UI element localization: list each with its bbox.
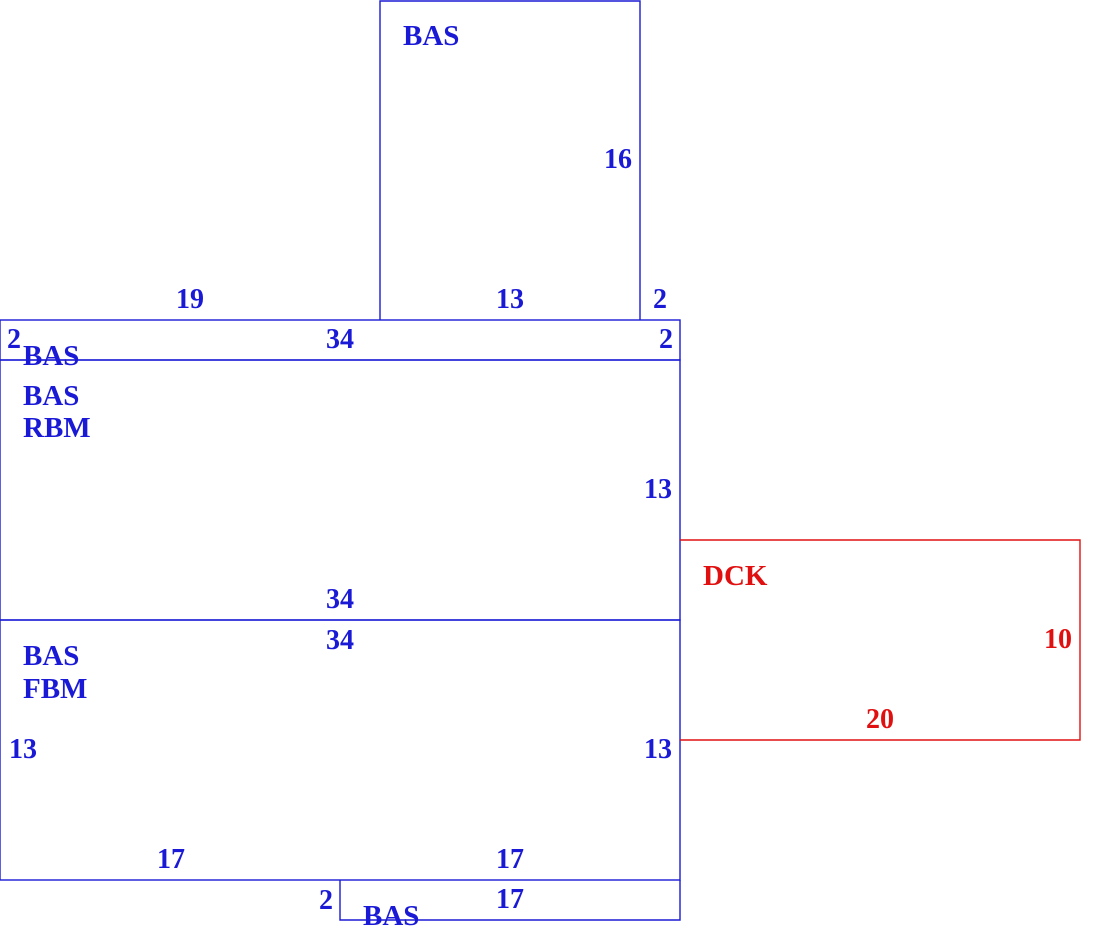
- upper-main-outline: [0, 359, 681, 621]
- deck-code: DCK: [703, 560, 768, 592]
- lower-main-code-1: BAS: [23, 640, 79, 672]
- bottom-strip-code: BAS: [363, 900, 419, 932]
- lower-bottom-right-dimension: 17: [496, 844, 524, 875]
- top-room-code: BAS: [403, 20, 459, 52]
- lower-bottom-left-dimension: 17: [157, 844, 185, 875]
- top-room-bottom-dimension: 13: [496, 284, 524, 315]
- bottom-strip-bottom-dimension: 17: [496, 884, 524, 915]
- lower-left-dimension: 13: [9, 734, 37, 765]
- top-room-right-dimension: 16: [604, 144, 632, 175]
- upper-right-dimension: 13: [644, 474, 672, 505]
- upper-bottom-dimension: 34: [326, 584, 354, 615]
- deck-bottom-dimension: 20: [866, 704, 894, 735]
- strip-right-dimension: 2: [659, 324, 673, 355]
- upper-main-code-2: RBM: [23, 412, 91, 444]
- top-room-outline: [379, 0, 641, 320]
- lower-main-code-2: FBM: [23, 673, 87, 705]
- lower-main-outline: [0, 619, 681, 881]
- left-span-dimension: 19: [176, 284, 204, 315]
- upper-main-code-1: BAS: [23, 380, 79, 412]
- bottom-strip-outline: [339, 880, 681, 921]
- lower-top-dimension: 34: [326, 625, 354, 656]
- deck-outline: [680, 539, 1081, 741]
- strip-top-dimension: 34: [326, 324, 354, 355]
- gap-right-dimension: 2: [653, 284, 667, 315]
- strip-code: BAS: [23, 340, 79, 372]
- bottom-strip-left-dimension: 2: [319, 885, 333, 916]
- lower-right-dimension: 13: [644, 734, 672, 765]
- deck-right-dimension: 10: [1044, 624, 1072, 655]
- strip-left-dimension: 2: [7, 324, 21, 355]
